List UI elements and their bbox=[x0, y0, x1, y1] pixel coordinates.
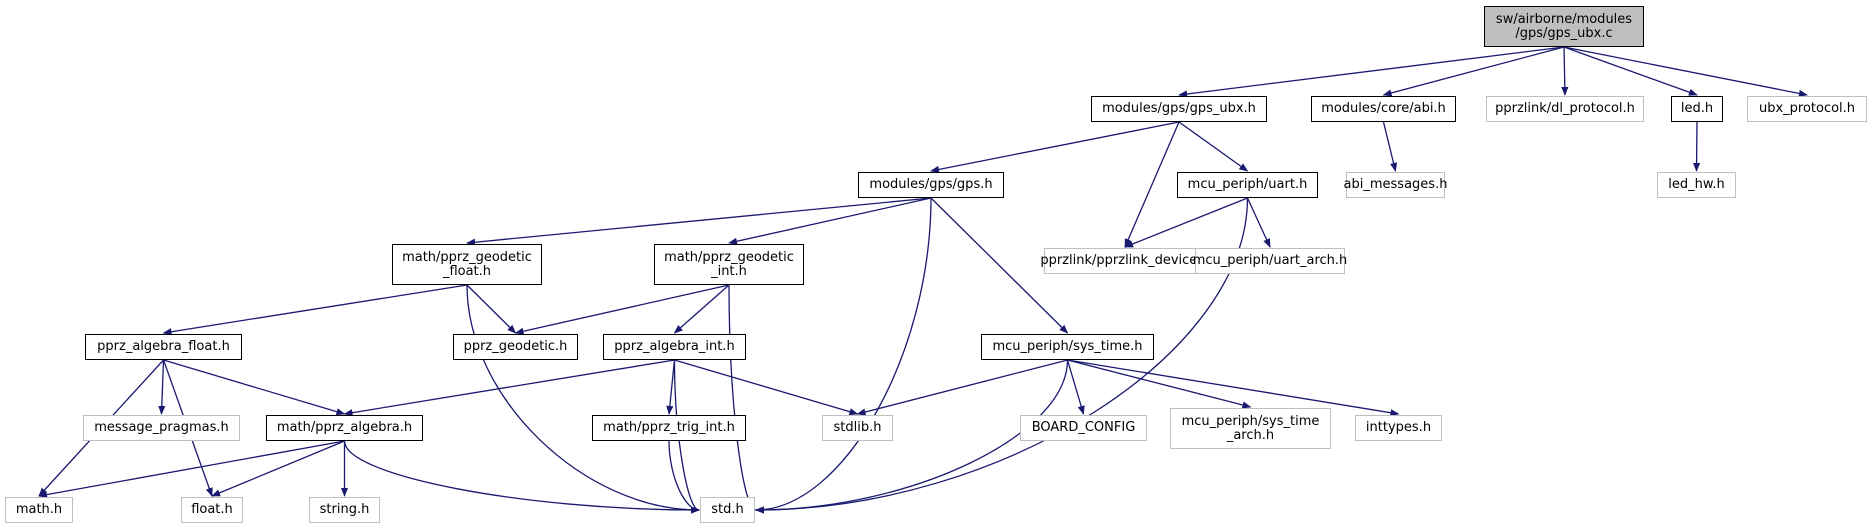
edge-gps-ubx-h-to-uart-h bbox=[1178, 121, 1249, 172]
node-label: pprzlink/dl_protocol.h bbox=[1495, 101, 1635, 116]
edge-alg-int-to-stdlib bbox=[674, 359, 859, 416]
node-label: math/pprz_geodetic _int.h bbox=[664, 249, 794, 279]
node-pprzlink-device: pprzlink/pprzlink_device.h bbox=[1040, 248, 1210, 274]
edge-alg-int-to-trig-int bbox=[666, 359, 676, 415]
node-sys-time[interactable]: mcu_periph/sys_time.h bbox=[981, 334, 1154, 360]
node-label: modules/core/abi.h bbox=[1321, 101, 1446, 116]
node-root: sw/airborne/modules /gps/gps_ubx.c bbox=[1484, 6, 1644, 47]
edge-geo-int-to-alg-int bbox=[673, 284, 730, 334]
node-label: pprz_algebra_float.h bbox=[97, 339, 230, 354]
edge-geo-float-to-std-h bbox=[466, 284, 700, 514]
node-label: pprz_algebra_int.h bbox=[614, 339, 735, 354]
node-geo-float[interactable]: math/pprz_geodetic _float.h bbox=[392, 244, 542, 285]
edge-gps-h-to-geo-float bbox=[466, 197, 932, 246]
node-label: modules/gps/gps.h bbox=[869, 177, 993, 192]
node-geo-int[interactable]: math/pprz_geodetic _int.h bbox=[654, 244, 804, 285]
edge-gps-ubx-h-to-pprzlink-device bbox=[1124, 121, 1180, 248]
node-label: mcu_periph/uart_arch.h bbox=[1192, 253, 1348, 268]
edge-root-to-dl-protocol bbox=[1561, 46, 1569, 96]
node-uart-h[interactable]: mcu_periph/uart.h bbox=[1177, 172, 1318, 198]
node-label: inttypes.h bbox=[1365, 420, 1432, 435]
node-label: mcu_periph/sys_time.h bbox=[992, 339, 1143, 354]
node-label: std.h bbox=[711, 502, 744, 517]
edge-alg-float-to-pprz-algebra bbox=[163, 359, 346, 416]
edge-geo-int-to-pprz-geodetic bbox=[514, 284, 730, 335]
edge-trig-int-to-std-h bbox=[668, 440, 700, 514]
node-pprz-geodetic[interactable]: pprz_geodetic.h bbox=[453, 334, 578, 360]
edge-root-to-gps-ubx-h bbox=[1178, 46, 1565, 98]
node-label: float.h bbox=[191, 502, 233, 517]
node-ubx-protocol: ubx_protocol.h bbox=[1747, 96, 1867, 122]
node-alg-float[interactable]: pprz_algebra_float.h bbox=[85, 334, 242, 360]
edge-geo-float-to-alg-float bbox=[162, 284, 468, 336]
node-float-h: float.h bbox=[181, 497, 243, 523]
node-label: led.h bbox=[1680, 101, 1714, 116]
edge-led-h-to-led-hw bbox=[1692, 121, 1701, 172]
node-std-h: std.h bbox=[700, 497, 755, 523]
node-label: led_hw.h bbox=[1668, 177, 1725, 192]
edge-gps-h-to-std-h bbox=[755, 197, 932, 514]
node-led-h[interactable]: led.h bbox=[1671, 96, 1723, 122]
node-dl-protocol: pprzlink/dl_protocol.h bbox=[1486, 96, 1644, 122]
node-label: math.h bbox=[15, 502, 63, 517]
edge-geo-int-to-std-h bbox=[728, 284, 757, 514]
node-label: pprzlink/pprzlink_device.h bbox=[1040, 253, 1210, 268]
node-pprz-algebra[interactable]: math/pprz_algebra.h bbox=[266, 415, 423, 441]
node-msg-pragmas: message_pragmas.h bbox=[83, 415, 240, 441]
edge-pprz-algebra-to-float-h bbox=[211, 440, 345, 497]
node-label: ubx_protocol.h bbox=[1758, 101, 1856, 116]
node-label: abi_messages.h bbox=[1343, 177, 1448, 192]
node-string-h: string.h bbox=[309, 497, 380, 523]
edge-root-to-ubx-protocol bbox=[1563, 46, 1808, 97]
edge-sys-time-to-std-h bbox=[755, 359, 1069, 514]
node-abi-h[interactable]: modules/core/abi.h bbox=[1311, 96, 1456, 122]
edge-uart-h-to-uart-arch bbox=[1246, 197, 1271, 248]
edge-pprz-algebra-to-math-h bbox=[38, 440, 345, 499]
node-label: pprz_geodetic.h bbox=[463, 339, 568, 354]
node-board-config: BOARD_CONFIG bbox=[1020, 415, 1147, 441]
node-alg-int[interactable]: pprz_algebra_int.h bbox=[603, 334, 746, 360]
node-gps-h[interactable]: modules/gps/gps.h bbox=[858, 172, 1004, 198]
node-label: mcu_periph/uart.h bbox=[1187, 177, 1308, 192]
node-gps-ubx-h[interactable]: modules/gps/gps_ubx.h bbox=[1091, 96, 1267, 122]
edge-gps-h-to-sys-time bbox=[930, 197, 1069, 334]
node-abi-messages: abi_messages.h bbox=[1343, 172, 1448, 198]
node-trig-int[interactable]: math/pprz_trig_int.h bbox=[592, 415, 746, 441]
node-label: math/pprz_algebra.h bbox=[276, 420, 413, 435]
edge-alg-float-to-msg-pragmas bbox=[158, 359, 166, 415]
edge-alg-int-to-pprz-algebra bbox=[343, 359, 675, 417]
edge-gps-ubx-h-to-gps-h bbox=[930, 121, 1180, 173]
node-label: string.h bbox=[319, 502, 370, 517]
node-label: modules/gps/gps_ubx.h bbox=[1102, 101, 1256, 116]
edge-sys-time-to-sys-time-arch bbox=[1067, 359, 1252, 409]
edge-abi-h-to-abi-messages bbox=[1382, 121, 1398, 172]
node-math-h: math.h bbox=[5, 497, 73, 523]
node-uart-arch: mcu_periph/uart_arch.h bbox=[1192, 248, 1348, 274]
edge-sys-time-to-inttypes bbox=[1067, 359, 1400, 417]
edge-sys-time-to-board-config bbox=[1066, 359, 1085, 415]
node-led-hw: led_hw.h bbox=[1657, 172, 1736, 198]
node-label: math/pprz_geodetic _float.h bbox=[402, 249, 532, 279]
edge-sys-time-to-stdlib bbox=[856, 359, 1068, 416]
node-sys-time-arch: mcu_periph/sys_time _arch.h bbox=[1170, 408, 1331, 449]
edge-root-to-led-h bbox=[1563, 46, 1698, 96]
node-label: BOARD_CONFIG bbox=[1031, 420, 1136, 435]
node-label: mcu_periph/sys_time _arch.h bbox=[1181, 413, 1320, 443]
edge-uart-h-to-pprzlink-device bbox=[1124, 197, 1248, 248]
node-stdlib: stdlib.h bbox=[822, 415, 893, 441]
node-inttypes: inttypes.h bbox=[1355, 415, 1442, 441]
node-label: message_pragmas.h bbox=[94, 420, 229, 435]
edge-pprz-algebra-to-std-h bbox=[343, 440, 700, 514]
node-label: sw/airborne/modules /gps/gps_ubx.c bbox=[1495, 11, 1633, 41]
edge-gps-h-to-geo-int bbox=[728, 197, 932, 245]
node-label: math/pprz_trig_int.h bbox=[603, 420, 735, 435]
edge-root-to-abi-h bbox=[1382, 46, 1565, 97]
node-label: stdlib.h bbox=[833, 420, 882, 435]
edge-geo-float-to-pprz-geodetic bbox=[466, 284, 517, 334]
